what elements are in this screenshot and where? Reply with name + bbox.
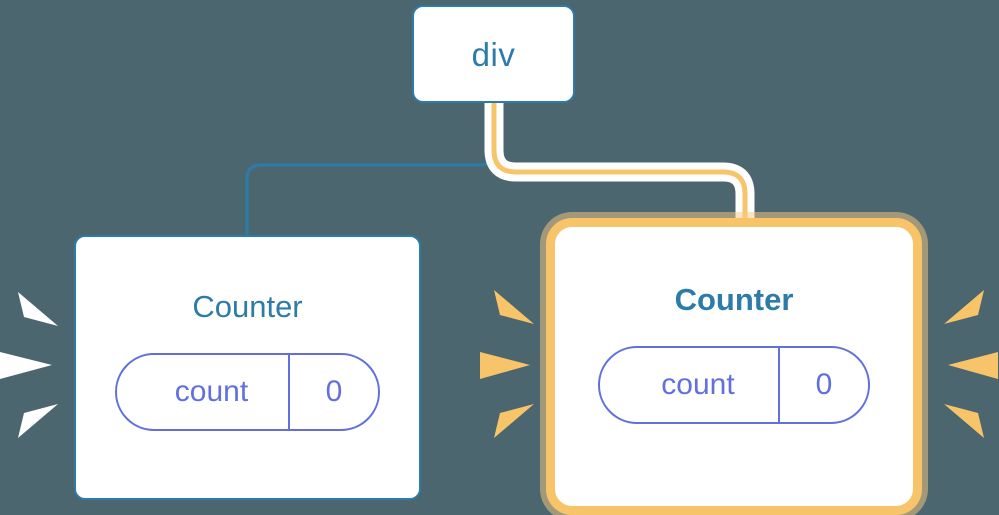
- state-pill-counter-right: count 0: [598, 346, 870, 424]
- sparkle-ray-middle: [0, 352, 52, 379]
- node-counter-right-label: Counter: [674, 282, 794, 317]
- edge-root-to-counter-left: [245, 101, 496, 239]
- node-div-label: div: [471, 35, 516, 73]
- state-value: 0: [778, 348, 868, 422]
- state-pill-counter-left: count 0: [115, 353, 380, 431]
- sparkle-ray-upper: [944, 290, 984, 324]
- sparkle-ray-lower: [494, 404, 534, 438]
- sparkle-ray-lower: [18, 404, 58, 438]
- state-value: 0: [288, 355, 378, 429]
- sparkle-ray-middle: [948, 352, 998, 379]
- state-key: count: [661, 368, 735, 401]
- sparkle-left-of-counter-right: [480, 290, 534, 438]
- node-counter-left[interactable]: Counter count 0: [74, 235, 421, 500]
- node-div[interactable]: div: [412, 5, 575, 103]
- sparkle-ray-lower: [944, 404, 984, 438]
- node-counter-right[interactable]: Counter count 0: [546, 218, 922, 515]
- sparkle-right-of-counter-right: [944, 290, 998, 438]
- sparkle-ray-upper: [494, 290, 534, 324]
- state-key: count: [174, 375, 249, 408]
- node-counter-right-body: Counter count 0: [564, 236, 904, 497]
- node-counter-left-label: Counter: [192, 289, 303, 324]
- sparkle-ray-middle: [480, 352, 530, 379]
- sparkle-ray-upper: [18, 292, 58, 326]
- sparkle-left-of-counter-left: [0, 292, 58, 438]
